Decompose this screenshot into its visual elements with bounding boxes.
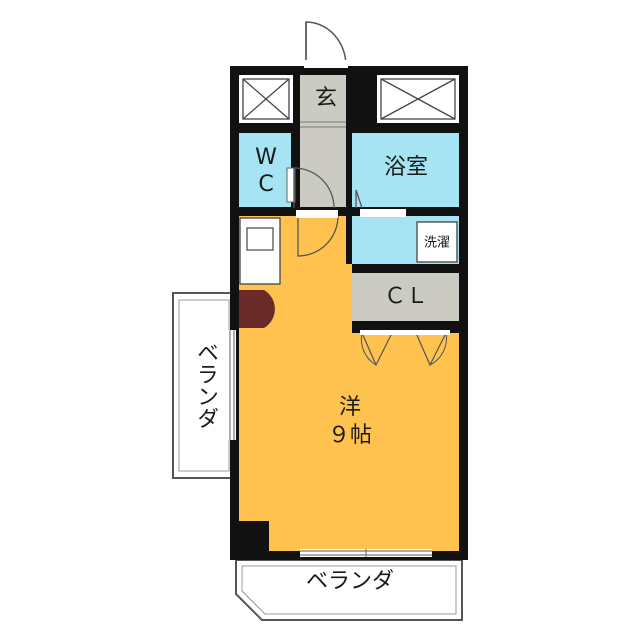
bottom-veranda: ベランダ xyxy=(235,559,463,621)
wc-room: W C xyxy=(239,133,296,207)
wc-label-bottom: C xyxy=(258,172,273,197)
wc-door xyxy=(293,167,335,209)
side-window xyxy=(228,330,236,440)
entrance-door xyxy=(304,21,348,68)
closet-doors xyxy=(360,330,450,367)
western-room-size: ９帖 xyxy=(328,423,372,448)
room-door xyxy=(296,210,339,257)
side-veranda-label: ベランダ xyxy=(193,341,218,429)
western-room-label: 洋 xyxy=(339,395,361,420)
closet-label: ＣＬ xyxy=(384,284,428,309)
washer-space: 洗濯 xyxy=(416,221,458,263)
corner-block xyxy=(239,521,269,551)
storage-box-right xyxy=(377,75,459,123)
closet: ＣＬ xyxy=(352,273,459,321)
western-room: 洋 ９帖 xyxy=(239,216,459,551)
kitchen-sink xyxy=(239,217,281,285)
wc-label-top: W xyxy=(255,145,277,170)
side-veranda: ベランダ xyxy=(172,292,236,479)
bathroom: 浴室 xyxy=(352,133,459,209)
pillar xyxy=(239,290,275,328)
bathroom-label: 浴室 xyxy=(384,155,428,180)
entrance-area: 玄 xyxy=(300,75,346,207)
washer-label: 洗濯 xyxy=(424,236,450,251)
entrance-label: 玄 xyxy=(315,86,337,111)
storage-box-left xyxy=(239,75,293,123)
bottom-window xyxy=(300,549,432,557)
bottom-veranda-label: ベランダ xyxy=(306,569,394,594)
